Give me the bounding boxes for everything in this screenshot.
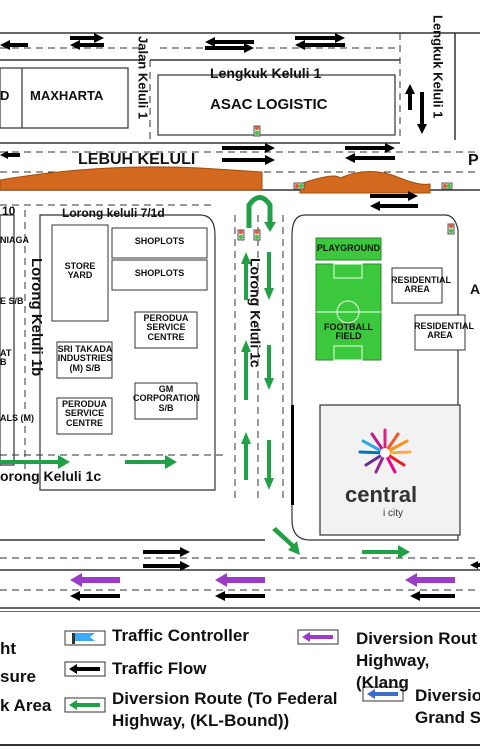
green-arrow-left-icon [64,697,106,713]
legend-panel [0,612,480,747]
traffic-controller-flag-icon [64,630,106,646]
label-playground: PLAYGROUND [316,243,381,253]
legend-left-fragment-2: sure [0,667,36,686]
legend-traffic-flow: Traffic Flow [112,659,207,678]
road-label-lorong-keluli-1c-vertical: Lorong Keluli 1c [247,258,264,368]
building-als-m: ALS (M) [0,413,34,423]
label-residential-area-2: RESIDENTIAL AREA [414,321,475,341]
central-i-city-starburst-icon [358,428,412,474]
diversion-purple-arrows [70,573,455,587]
blue-arrow-left-icon [362,686,404,702]
building-shoplots-2: SHOPLOTS [134,268,185,278]
legend-diversion-grand: Diversio Grand S [415,686,480,728]
road-label-jalan-keluli-1: Jalan Keluli 1 [135,36,151,120]
building-boxes [51,224,466,435]
flow-arrow-right [295,33,345,43]
road-label-lengkuk-keluli-1-right: Lengkuk Keluli 1 [430,15,446,119]
legend-left-fragment-1: ht [0,639,17,658]
building-d-fragment: D [0,88,10,103]
road-label-lengkuk-keluli-1-top: Lengkuk Keluli 1 [210,65,322,81]
building-store-yard: STORE YARD [64,261,96,281]
building-maxharta: MAXHARTA [30,88,104,103]
lane-dashes [0,33,480,591]
flow-arrow-right [222,155,275,165]
diversion-green-arrows [0,252,410,559]
flow-arrow-right [70,33,104,43]
building-perodua-service-centre-2: PERODUA SERVICE CENTRE [61,399,107,428]
flow-arrow-left [0,151,20,159]
building-shoplots-1: SHOPLOTS [134,236,185,246]
flow-arrow-left [410,591,455,601]
flow-arrow-left [370,201,418,211]
flow-arrow-right [370,191,418,201]
flow-arrow-right [143,561,190,571]
flow-arrow-up [405,84,415,110]
label-residential-area-1: RESIDENTIAL AREA [391,275,452,295]
legend-diversion-klang: Diversion Rout Highway,(Klang [356,629,477,693]
football-field [315,263,382,361]
flow-arrow-left [0,40,28,50]
building-gm-corporation: GM CORPORATION S/B [133,384,200,413]
road-label-lebuh-keluli: LEBUH KELULI [78,151,196,168]
flow-arrow-left [70,591,120,601]
building-asac-logistic: ASAC LOGISTIC [210,96,328,113]
building-e-sb: E S/B [0,296,24,306]
traffic-controller-icons [237,125,455,241]
flow-arrow-left [70,40,104,50]
flow-arrow-right [345,143,395,153]
building-niaga: NIAGA [0,235,29,245]
legend-left-fragment-3: k Area [0,696,52,715]
legend-diversion-federal: Diversion Route (To Federal Highway, (KL… [112,689,338,731]
flow-arrow-right [143,547,190,557]
legend-traffic-controller: Traffic Controller [112,626,249,645]
flow-arrow-left [345,153,395,163]
flow-arrow-left [205,37,254,47]
purple-arrow-left-icon [297,629,339,645]
building-at-b: AT B [0,348,12,368]
flow-arrow-right [205,43,254,53]
road-barriers [0,166,431,194]
label-football-field: FOOTBALL FIELD [324,322,373,342]
central-i-city-logo-text: central [345,482,418,507]
building-sri-takada: SRI TAKADA INDUSTRIES (M) S/B [57,344,113,373]
divider-bars [291,405,294,505]
road-label-p-fragment: P [468,152,479,169]
label-right-fragment: A [470,281,480,297]
road-label-lorong-keluli-1c: orong Keluli 1c [0,468,102,484]
road-label-10-fragment: 10 [2,204,16,218]
flow-arrow-left [215,591,265,601]
flow-arrow-right [222,143,275,153]
road-label-lorong-keluli-1b: Lorong Keluli 1b [27,258,45,377]
flow-arrow-left [295,40,345,50]
black-arrow-left-icon [64,661,106,677]
building-perodua-service-centre-1: PERODUA SERVICE CENTRE [143,313,189,342]
central-i-city-logo-subtext: i city [383,508,403,519]
traffic-flow-arrows [0,33,480,601]
block-outlines [0,67,461,541]
diversion-u-turn-arrow [246,195,273,228]
flow-arrow-down [417,92,427,134]
flow-arrow-left [470,561,480,569]
road-label-lorong-keluli-7-1d: Lorong keluli 7/1d [62,206,165,220]
playground-area [315,237,382,261]
